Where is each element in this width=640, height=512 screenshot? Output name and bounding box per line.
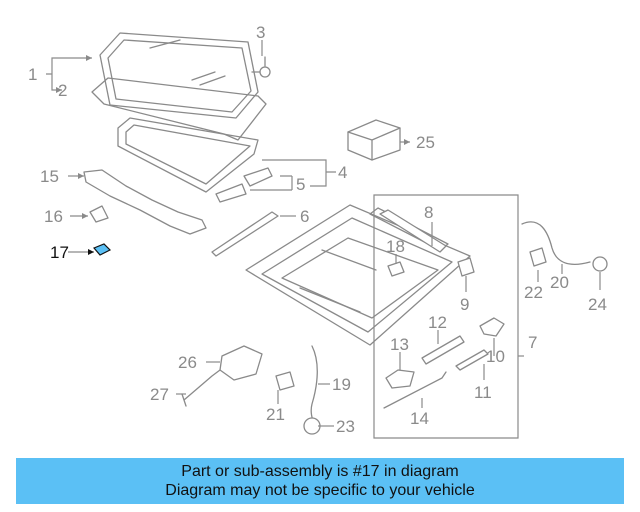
banner-line-2: Diagram may not be specific to your vehi… <box>165 482 475 499</box>
banner-line-1: Part or sub-assembly is #17 in diagram <box>181 463 459 480</box>
info-banner: Part or sub-assembly is #17 in diagram D… <box>16 458 624 504</box>
callout-6: 6 <box>300 207 309 226</box>
part-14 <box>383 371 447 409</box>
glass-panel-part <box>99 32 259 119</box>
motor-part <box>219 345 263 381</box>
callout-26: 26 <box>178 353 197 372</box>
clip-part-highlight <box>92 243 112 256</box>
callout-22: 22 <box>524 283 543 302</box>
drain-hose-part <box>521 221 591 265</box>
callout-4: 4 <box>338 163 347 182</box>
group-bracket-7 <box>373 194 519 439</box>
part-13 <box>385 369 415 389</box>
deflector-rail-part <box>83 169 207 235</box>
callout-19: 19 <box>332 375 351 394</box>
part-24 <box>592 256 608 272</box>
callout-7: 7 <box>528 333 537 352</box>
callout-24: 24 <box>588 295 607 314</box>
part-18 <box>387 261 405 277</box>
part-22 <box>529 247 547 267</box>
side-rail-part <box>211 211 279 257</box>
callout-1: 1 <box>28 65 37 84</box>
parts-diagram: 1 2 3 4 5 6 7 8 9 10 11 12 13 14 15 16 1… <box>28 23 608 439</box>
callout-10: 10 <box>486 347 505 366</box>
callout-labels: 1 2 3 4 5 6 7 8 9 10 11 12 13 14 15 16 1… <box>28 23 607 436</box>
callout-16: 16 <box>44 207 63 226</box>
part-10 <box>479 317 505 337</box>
callout-15: 15 <box>40 167 59 186</box>
callout-20: 20 <box>550 273 569 292</box>
callout-11: 11 <box>474 383 492 402</box>
part-19 <box>310 345 318 425</box>
callout-21: 21 <box>266 405 285 424</box>
callout-25: 25 <box>416 133 435 152</box>
pad-part <box>89 205 109 223</box>
callout-27: 27 <box>150 385 169 404</box>
callout-2: 2 <box>58 81 67 100</box>
part-11 <box>455 349 489 371</box>
callout-12: 12 <box>428 313 447 332</box>
screw-part <box>251 56 271 78</box>
callout-8: 8 <box>424 203 433 222</box>
callout-9: 9 <box>460 295 469 314</box>
bracket-parts <box>215 167 273 203</box>
callout-14: 14 <box>410 409 429 428</box>
callout-5: 5 <box>296 175 305 194</box>
part-8 <box>379 209 447 253</box>
part-23 <box>303 417 321 435</box>
part-12 <box>421 335 465 365</box>
callout-3: 3 <box>256 23 265 42</box>
sunroof-frame-part <box>117 117 259 193</box>
callout-17: 17 <box>50 243 69 262</box>
part-21 <box>275 371 295 391</box>
control-module-part <box>347 119 401 161</box>
arrowheads <box>56 55 410 255</box>
part-27 <box>181 369 221 407</box>
callout-23: 23 <box>336 417 355 436</box>
sunroof-housing-part <box>245 204 471 346</box>
part-9 <box>457 257 475 277</box>
callout-13: 13 <box>390 335 409 354</box>
glass-seal-part <box>91 77 267 141</box>
callout-18: 18 <box>386 237 405 256</box>
